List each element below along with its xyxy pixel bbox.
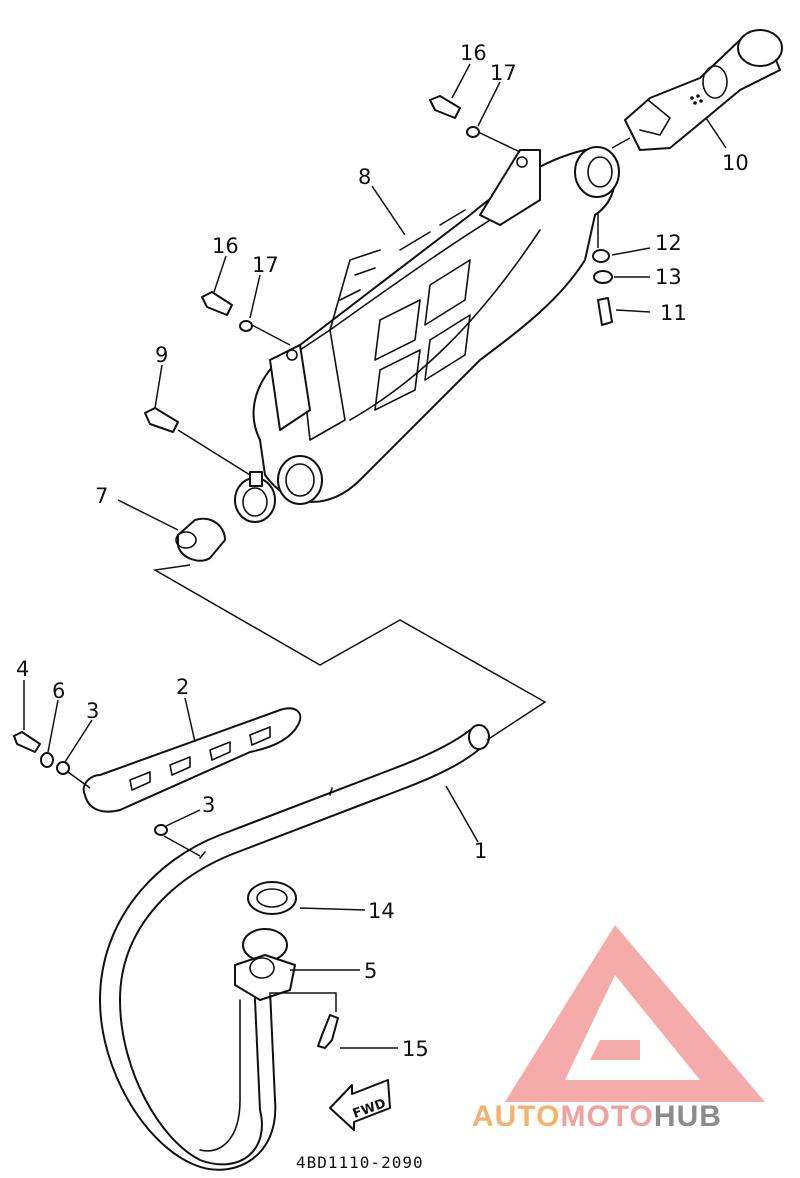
washer-17-upper xyxy=(466,126,480,138)
callout-12: 12 xyxy=(655,231,682,255)
logo-text-auto: AUTO xyxy=(472,1100,560,1133)
watermark-logo-text: AUTOMOTOHUB xyxy=(472,1100,722,1133)
callout-17-lower: 17 xyxy=(252,253,279,277)
exhaust-pipe xyxy=(99,724,490,1171)
drawing-code: 4BD1110-2090 xyxy=(296,1153,424,1172)
callout-15: 15 xyxy=(402,1037,429,1061)
logo-text-hub: HUB xyxy=(654,1100,722,1133)
bolt-16-lower xyxy=(201,291,233,316)
washer-17-lower xyxy=(239,320,253,332)
callout-1: 1 xyxy=(474,839,487,863)
callout-labels: 16 17 8 10 12 13 11 16 17 9 7 4 6 3 2 3 … xyxy=(16,41,749,1061)
callout-7: 8 xyxy=(358,165,371,189)
heat-protector xyxy=(82,707,302,813)
washer-3-left xyxy=(56,761,70,775)
callout-5: 5 xyxy=(364,959,377,983)
callout-8: 7 xyxy=(95,484,108,508)
callout-16-upper: 16 xyxy=(460,41,487,65)
callout-10: 10 xyxy=(722,151,749,175)
callout-13: 13 xyxy=(655,265,682,289)
callout-3-left: 3 xyxy=(86,699,99,723)
bolt-4 xyxy=(13,731,41,753)
callout-16-lower: 16 xyxy=(212,234,239,258)
washer-3-lower xyxy=(154,824,168,836)
bolt-9 xyxy=(144,407,179,433)
spark-arrester xyxy=(624,29,783,151)
washer-6 xyxy=(40,752,54,768)
muffler-clamp xyxy=(234,471,276,523)
gasket-14 xyxy=(247,881,297,915)
callout-6: 6 xyxy=(52,679,65,703)
callout-14: 14 xyxy=(368,899,395,923)
callout-17-upper: 17 xyxy=(490,61,517,85)
exhaust-flange xyxy=(234,928,296,1001)
bolt-16-upper xyxy=(429,95,461,119)
muffler-assembly xyxy=(252,146,620,505)
callout-4: 4 xyxy=(16,657,29,681)
bolt-11 xyxy=(597,297,613,326)
callout-11: 11 xyxy=(660,301,687,325)
washer-12 xyxy=(592,249,610,263)
leader-lines xyxy=(23,63,727,1049)
callout-3-lower: 3 xyxy=(202,793,215,817)
washer-13 xyxy=(593,270,613,284)
callout-9: 9 xyxy=(155,343,168,367)
logo-text-moto: MOTO xyxy=(560,1100,653,1133)
bolt-15 xyxy=(317,1014,339,1049)
callout-2: 2 xyxy=(176,675,189,699)
svg-text:AUTOMOTOHUB: AUTOMOTOHUB xyxy=(472,1100,722,1133)
fwd-arrow-icon: FWD xyxy=(329,1079,391,1131)
watermark-logo-mark xyxy=(505,925,765,1102)
gasket-8 xyxy=(175,517,226,562)
